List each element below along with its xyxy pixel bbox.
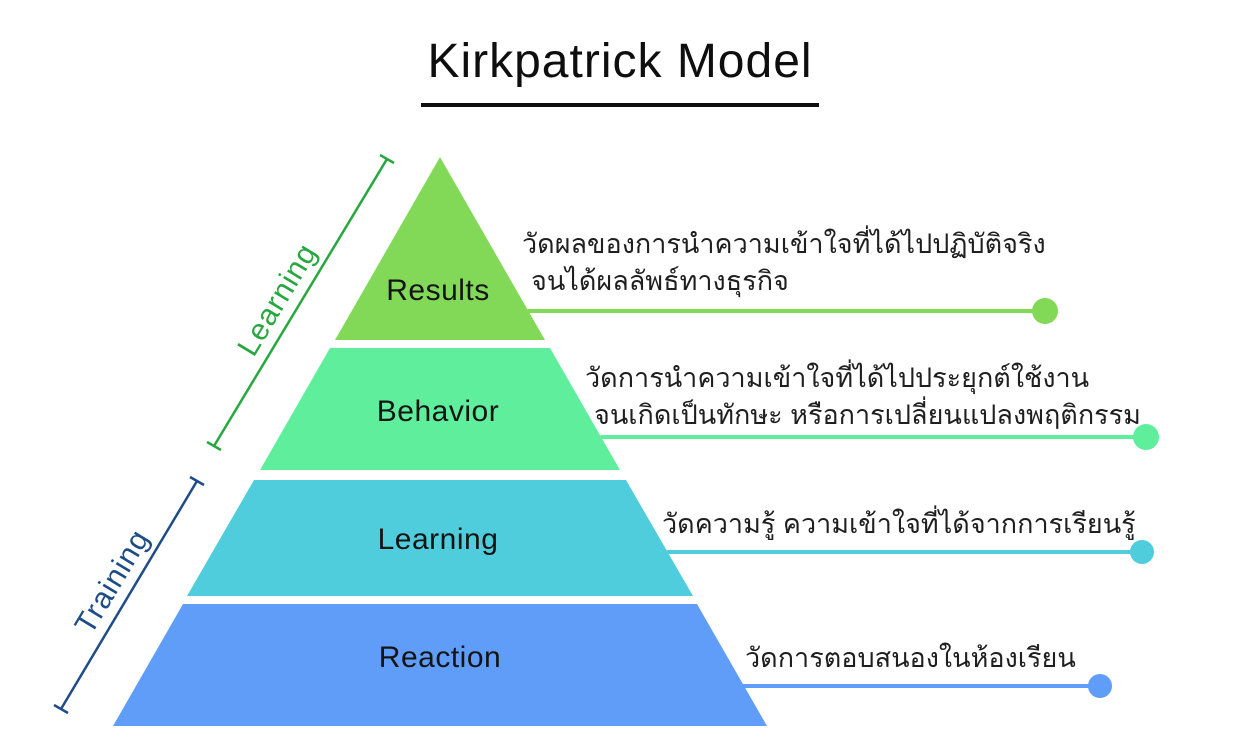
reaction-leader-dot [1088,674,1112,698]
learning-bracket-cap-bottom [206,440,222,452]
behavior-description-line-1: วัดการนำความเข้าใจที่ได้ไปประยุกต์ใช้งาน [585,363,1090,393]
results-description-line-2: จนได้ผลลัพธ์ทางธุรกิจ [531,266,789,296]
pyramid-level-results-shape [335,157,545,340]
reaction-description-line-1: วัดการตอบสนองในห้องเรียน [745,643,1076,673]
training-bracket [53,475,205,715]
reaction-label: Reaction [378,641,502,674]
learning-leader-dot [1130,540,1154,564]
behavior-label: Behavior [376,395,500,428]
learning-description-line-1: วัดความรู้ ความเข้าใจที่ได้จากการเรียนรู… [662,509,1136,539]
behavior-leader-dot [1133,424,1159,450]
results-label: Results [386,274,490,307]
results-description-line-1: วัดผลของการนำความเข้าใจที่ได้ไปปฏิบัติจร… [522,229,1046,259]
reaction-description: วัดการตอบสนองในห้องเรียน [745,640,1076,677]
pyramid-level-reaction-shape [113,604,767,726]
results-leader-dot [1032,298,1058,324]
training-bracket-cap-bottom [53,703,69,715]
learning-bracket [206,153,395,452]
learning-bracket-line [212,158,389,447]
training-bracket-line [59,480,199,710]
page-title-wrap: Kirkpatrick Model [0,34,1240,107]
training-bracket-cap-top [189,475,205,487]
behavior-description: วัดการนำความเข้าใจที่ได้ไปประยุกต์ใช้งาน… [585,360,1141,434]
page-title: Kirkpatrick Model [421,34,819,107]
pyramid-level-behavior-shape [260,348,620,470]
learning-label: Learning [377,523,499,556]
pyramid-level-learning-shape [187,480,693,596]
results-description: วัดผลของการนำความเข้าใจที่ได้ไปปฏิบัติจร… [522,226,1046,300]
learning-bracket-cap-top [379,153,395,165]
behavior-description-line-2: จนเกิดเป็นทักษะ หรือการเปลี่ยนแปลงพฤติกร… [594,400,1141,430]
learning-description: วัดความรู้ ความเข้าใจที่ได้จากการเรียนรู… [662,506,1136,543]
